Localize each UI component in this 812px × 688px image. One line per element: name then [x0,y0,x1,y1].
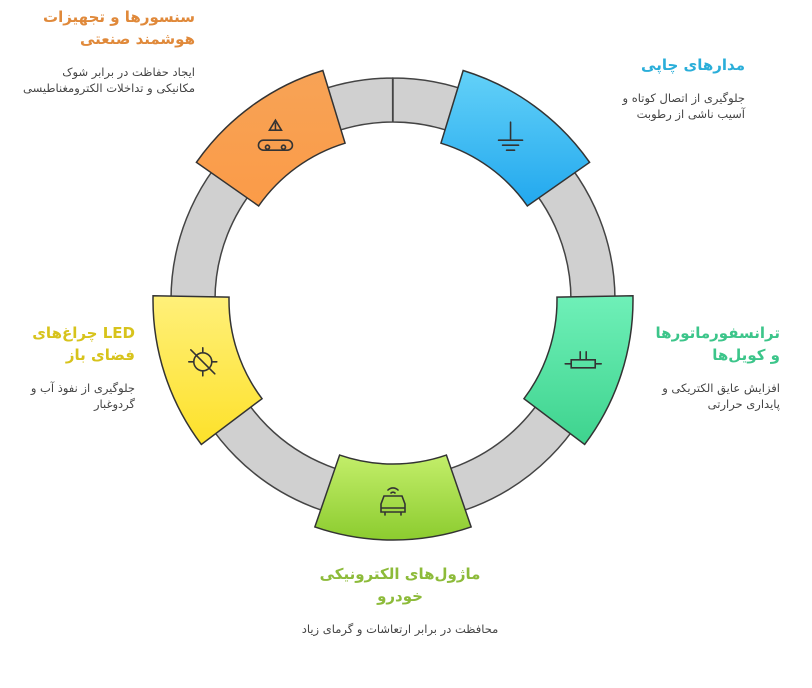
item-description: افزایش عایق الکتریکی و پایداری حرارتی [662,381,780,411]
item-pcb: مدارهای چاپی جلوگیری از اتصال کوتاه و آس… [600,54,745,122]
segment-3 [313,454,473,541]
item-title: مدارهای چاپی [641,56,745,74]
item-description: ایجاد حفاظت در برابر شوک مکانیکی و تداخل… [23,65,195,95]
car-signal-icon [380,487,406,516]
item-outdoor-led: LED چراغ‌های فضای باز جلوگیری از نفوذ آب… [20,322,135,412]
warning-motor-icon [257,118,294,151]
segment-1 [440,69,591,207]
segment-shape [195,69,346,207]
item-title: سنسورها و تجهیزات هوشمند صنعتی [43,8,195,48]
segment-0 [195,69,346,207]
item-description: جلوگیری از اتصال کوتاه و آسیب ناشی از رط… [622,91,745,121]
item-title: ترانسفورماتورها و کویل‌ها [655,324,780,364]
item-title: LED چراغ‌های فضای باز [32,324,135,364]
item-industrial-sensors: سنسورها و تجهیزات هوشمند صنعتی ایجاد حفا… [20,6,195,96]
segment-shape [522,295,634,446]
transformer-icon [564,351,603,369]
item-automotive: ماژول‌های الکترونیکی خودرو محافظت در برا… [300,563,500,637]
segment-shape [313,454,473,541]
segment-2 [522,295,634,446]
item-description: جلوگیری از نفوذ آب و گردوغبار [30,381,135,411]
light-off-icon [187,347,218,377]
item-title: ماژول‌های الکترونیکی خودرو [319,565,481,605]
segment-shape [440,69,591,207]
ground-icon [497,121,524,151]
segment-4 [152,295,264,446]
item-transformers: ترانسفورماتورها و کویل‌ها افزایش عایق ال… [652,322,780,412]
item-description: محافظت در برابر ارتعاشات و گرمای زیاد [301,622,499,636]
